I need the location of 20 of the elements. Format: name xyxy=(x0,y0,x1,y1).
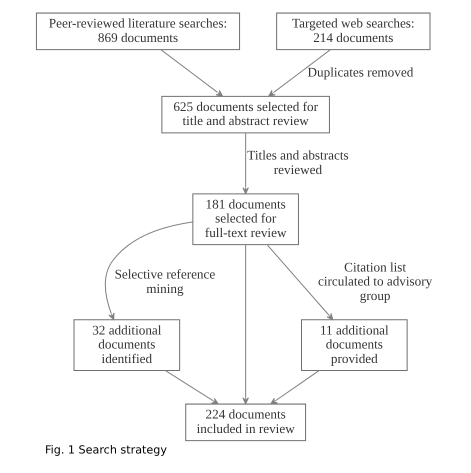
edge-label: Citation list circulated to advisory group xyxy=(318,258,432,302)
node-box: Peer-reviewed literature searches: 869 documents xyxy=(36,12,240,50)
edge-label: Duplicates removed xyxy=(307,64,414,79)
arrow xyxy=(165,370,219,404)
arrow xyxy=(268,48,331,96)
edge-label: Selective reference mining xyxy=(114,266,216,296)
caption: Fig. 1 Search strategy xyxy=(45,443,167,456)
node-box: 32 additional documents identified xyxy=(74,318,180,371)
arrow xyxy=(104,220,193,320)
arrow xyxy=(266,244,334,320)
arrow xyxy=(160,48,224,96)
edge-label: Titles and abstracts reviewed xyxy=(247,147,349,176)
node-box: 11 additional documents provided xyxy=(301,318,408,371)
node-box: 224 documents included in review xyxy=(185,403,306,441)
node-box: Targeted web searches: 214 documents xyxy=(276,12,430,50)
arrow xyxy=(242,244,249,404)
arrow xyxy=(242,132,249,194)
node-box: 625 documents selected for title and abstract review xyxy=(161,95,330,133)
node-box: 181 documents selected for full-text review xyxy=(192,192,299,245)
arrow xyxy=(270,370,320,404)
